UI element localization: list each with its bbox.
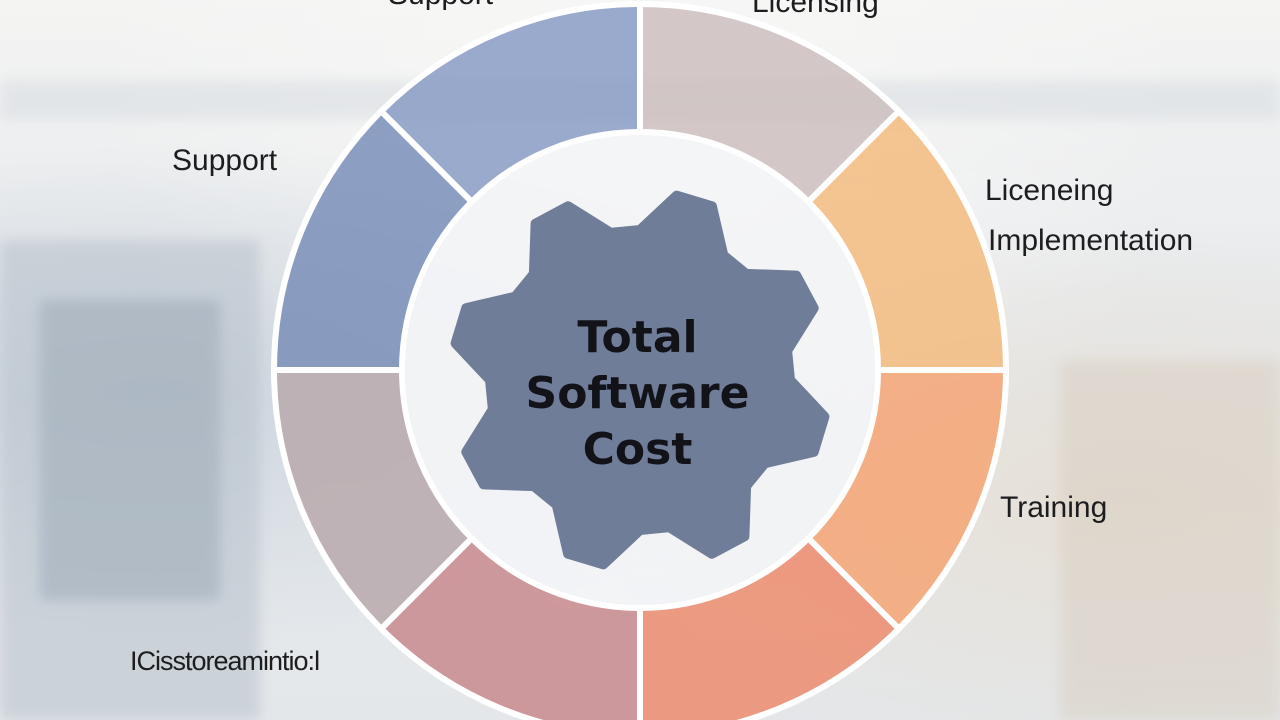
label-support-top: Support bbox=[388, 0, 493, 10]
center-title-line: Cost bbox=[582, 424, 693, 475]
label-licensing-top: Licensing bbox=[752, 0, 879, 19]
label-training: Training bbox=[1000, 491, 1108, 524]
background-shape bbox=[40, 300, 220, 600]
label-implementation: Implementation bbox=[988, 224, 1194, 257]
label-garbled: ICisstoreamintio:l bbox=[130, 646, 320, 676]
label-support-left: Support bbox=[172, 144, 278, 177]
center-title-line: Software bbox=[525, 368, 750, 419]
background-shape bbox=[1060, 360, 1280, 720]
center-title: Total Software Cost bbox=[515, 310, 760, 478]
center-title-line: Total bbox=[577, 312, 698, 363]
label-liceneing: Liceneing bbox=[985, 174, 1114, 207]
gear-icon bbox=[450, 190, 830, 570]
ring-segment bbox=[637, 534, 904, 720]
ring-segment bbox=[376, 0, 643, 206]
